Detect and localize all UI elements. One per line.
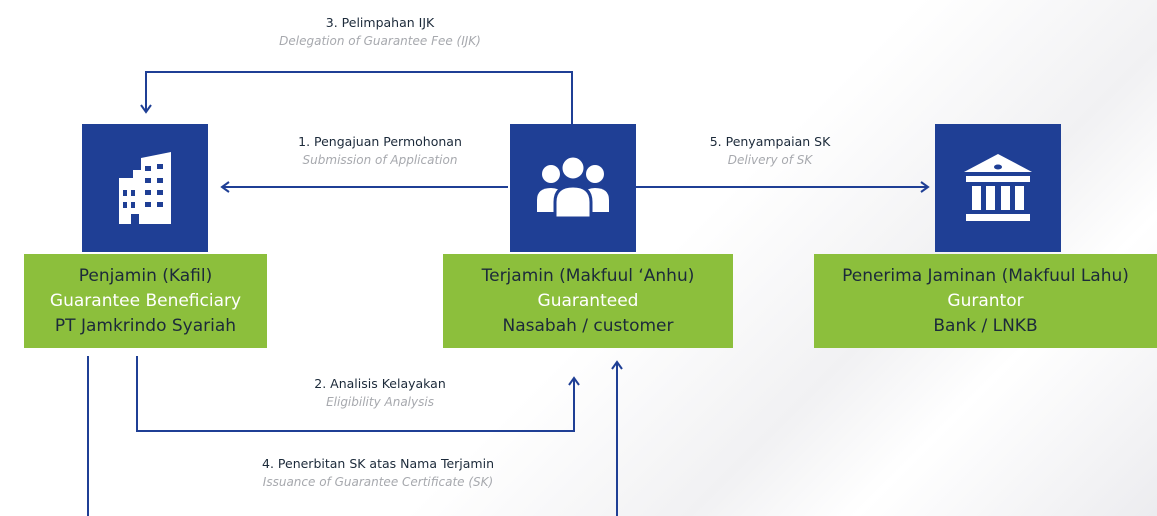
penerima-title: Penerima Jaminan (Makfuul Lahu) xyxy=(842,265,1129,286)
building-icon xyxy=(119,152,171,224)
step-4-subtitle: Issuance of Guarantee Certificate (SK) xyxy=(262,475,494,489)
step-2-subtitle: Eligibility Analysis xyxy=(326,395,434,409)
penjamin-node: Penjamin (Kafil) Guarantee Beneficiary P… xyxy=(24,254,267,348)
step-1-subtitle: Submission of Application xyxy=(302,153,458,167)
step-2-title: 2. Analisis Kelayakan xyxy=(314,376,446,391)
step-4-title: 4. Penerbitan SK atas Nama Terjamin xyxy=(262,456,494,471)
arrow-step-2 xyxy=(136,356,580,432)
penjamin-name: PT Jamkrindo Syariah xyxy=(54,315,237,336)
step-1-title: 1. Pengajuan Permohonan xyxy=(298,134,462,149)
penerima-icon-box xyxy=(935,124,1061,252)
penjamin-role: Guarantee Beneficiary xyxy=(49,290,242,311)
terjamin-title: Terjamin (Makfuul ‘Anhu) xyxy=(481,265,695,286)
penjamin-icon-box xyxy=(82,124,208,252)
step-3-subtitle: Delegation of Guarantee Fee (IJK) xyxy=(279,34,481,48)
people-icon xyxy=(537,154,609,220)
step-5-title: 5. Penyampaian SK xyxy=(709,134,831,149)
terjamin-name: Nasabah / customer xyxy=(502,315,674,336)
bank-icon xyxy=(964,154,1032,221)
terjamin-node: Terjamin (Makfuul ‘Anhu) Guaranteed Nasa… xyxy=(443,254,733,348)
penerima-name: Bank / LNKB xyxy=(933,315,1038,336)
step-5-subtitle: Delivery of SK xyxy=(727,153,813,167)
arrow-step-3 xyxy=(140,71,573,124)
terjamin-icon-box xyxy=(510,124,636,252)
penerima-role: Gurantor xyxy=(947,290,1024,311)
terjamin-role: Guaranteed xyxy=(537,290,639,311)
penjamin-title: Penjamin (Kafil) xyxy=(78,265,213,286)
penerima-node: Penerima Jaminan (Makfuul Lahu) Gurantor… xyxy=(814,254,1157,348)
step-3-title: 3. Pelimpahan IJK xyxy=(325,15,435,30)
